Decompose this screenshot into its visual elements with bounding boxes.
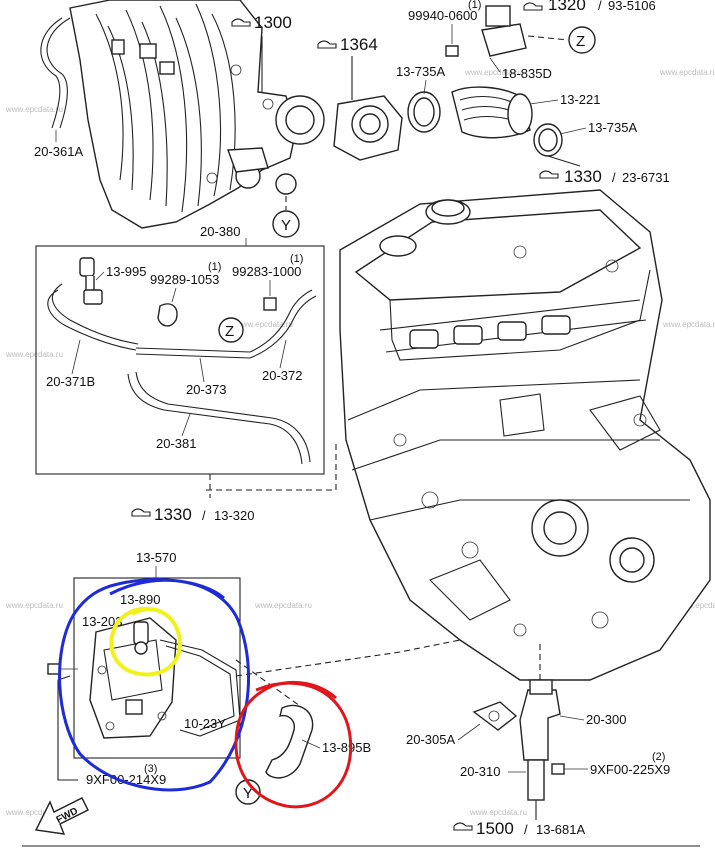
circle-Z-box: Z [225, 323, 234, 340]
ref-1300-text: 1300 [254, 13, 292, 32]
label-13-221: 13-221 [560, 92, 600, 107]
label-99283-1000: 99283-1000 [232, 264, 301, 279]
label-99289-1053: 99289-1053 [150, 272, 219, 287]
qty-99283: (1) [290, 253, 303, 265]
label-13-735A-b: 13-735A [588, 120, 637, 135]
engine-block [339, 189, 711, 681]
ref-1330-b: 1330 / 13-320 [131, 505, 254, 524]
qty-99940: (1) [468, 0, 481, 11]
fwd-arrow: FWD [34, 797, 89, 835]
label-20-305A: 20-305A [406, 732, 455, 747]
label-13-890: 13-890 [120, 592, 160, 607]
label-20-310: 20-310 [460, 764, 500, 779]
watermark: www.epcdata.ru [235, 320, 293, 329]
throttle-body [333, 95, 403, 161]
top-right-group: (1) 99940-0600 18-835D 1320 / 93-5106 Z [408, 0, 656, 81]
marker-annotations [58, 578, 353, 809]
ref-1364: 1364 [317, 35, 378, 100]
circle-Y-top: Y [281, 217, 291, 234]
clamp-13-735A-a: 13-735A [396, 64, 445, 133]
egr-valve-20-300: 20-300 20-305A 20-310 (2) 9XF00-225X9 [406, 679, 670, 801]
label-9XF00-214X9: 9XF00-214X9 [86, 772, 166, 787]
label-13-735A-a: 13-735A [396, 64, 445, 79]
intake-manifold [69, 0, 325, 229]
watermark: www.epcdata.ru [659, 68, 715, 77]
label-20-373: 20-373 [186, 382, 226, 397]
bolt-leader [57, 675, 78, 781]
blue-marker-circle [58, 578, 251, 792]
circle-Y-bottom: Y [243, 785, 253, 802]
watermark: www.epcdata.ru [662, 320, 715, 329]
ref-1500: 1500 / 13-681A [453, 819, 585, 838]
label-20-372: 20-372 [262, 368, 302, 383]
label-20-300: 20-300 [586, 712, 626, 727]
label-20-371B: 20-371B [46, 374, 95, 389]
hose-13-895B: 13-895B [265, 704, 371, 779]
label-18-835D: 18-835D [502, 66, 552, 81]
ref-1500-slash: / [524, 822, 528, 837]
label-9XF00-225X9: 9XF00-225X9 [590, 762, 670, 777]
label-13-203: 13-203 [82, 614, 122, 629]
ref-1330-b-text: 1330 [154, 505, 192, 524]
ref-1330-b-sub: 13-320 [214, 508, 254, 523]
label-20-381: 20-381 [156, 436, 196, 451]
label-13-570: 13-570 [136, 550, 176, 565]
qty-9XF00-225: (2) [652, 751, 665, 763]
label-20-361A: 20-361A [34, 144, 83, 159]
ref-1330-a: 1330 / 23-6731 [539, 167, 670, 186]
hose-20-361A-outline [40, 17, 63, 129]
label-13-995: 13-995 [106, 264, 146, 279]
watermark: www.epcdata.ru [675, 601, 715, 610]
ref-1330-a-sub: 23-6731 [622, 170, 670, 185]
watermark: www.epcdata.ru [5, 808, 63, 817]
label-13-895B: 13-895B [322, 740, 371, 755]
clamp-13-735A-b: 13-735A [533, 120, 637, 167]
label-10-23Y: 10-23Y [184, 716, 226, 731]
yellow-marker-circle [109, 606, 183, 677]
label-20-380: 20-380 [200, 224, 240, 239]
watermark: www.epcdata.ru [5, 350, 63, 359]
ref-1364-text: 1364 [340, 35, 378, 54]
label-99940-0600: 99940-0600 [408, 8, 477, 23]
ref-1320-slash: / [598, 0, 602, 13]
qty-9XF00-214: (3) [144, 763, 157, 775]
ref-1300: 1300 [231, 13, 292, 92]
hose-20-361A [46, 17, 71, 129]
ref-1500-text: 1500 [476, 819, 514, 838]
circle-Z-top: Z [576, 33, 585, 50]
watermark: www.epcdata.ru [254, 601, 312, 610]
ref-1320-text: 1320 [548, 0, 586, 14]
watermark: www.epcdata.ru [5, 601, 63, 610]
box-20-380: 20-380 13-995 20-371B 20-373 (1) 99289-1… [35, 224, 325, 475]
ref-1330-b-slash: / [202, 508, 206, 523]
ref-1330-a-slash: / [612, 170, 616, 185]
watermark: www.epcdata.ru [464, 68, 522, 77]
red-marker-circle [234, 680, 353, 809]
watermark: www.epcdata.ru [5, 105, 63, 114]
watermark: www.epcdata.ru [469, 808, 527, 817]
ref-1320-sub: 93-5106 [608, 0, 656, 13]
ref-1330-a-text: 1330 [564, 167, 602, 186]
ref-1500-sub: 13-681A [536, 822, 585, 837]
qty-99289: (1) [208, 261, 221, 273]
air-hose-13-221: 13-221 [451, 86, 600, 139]
